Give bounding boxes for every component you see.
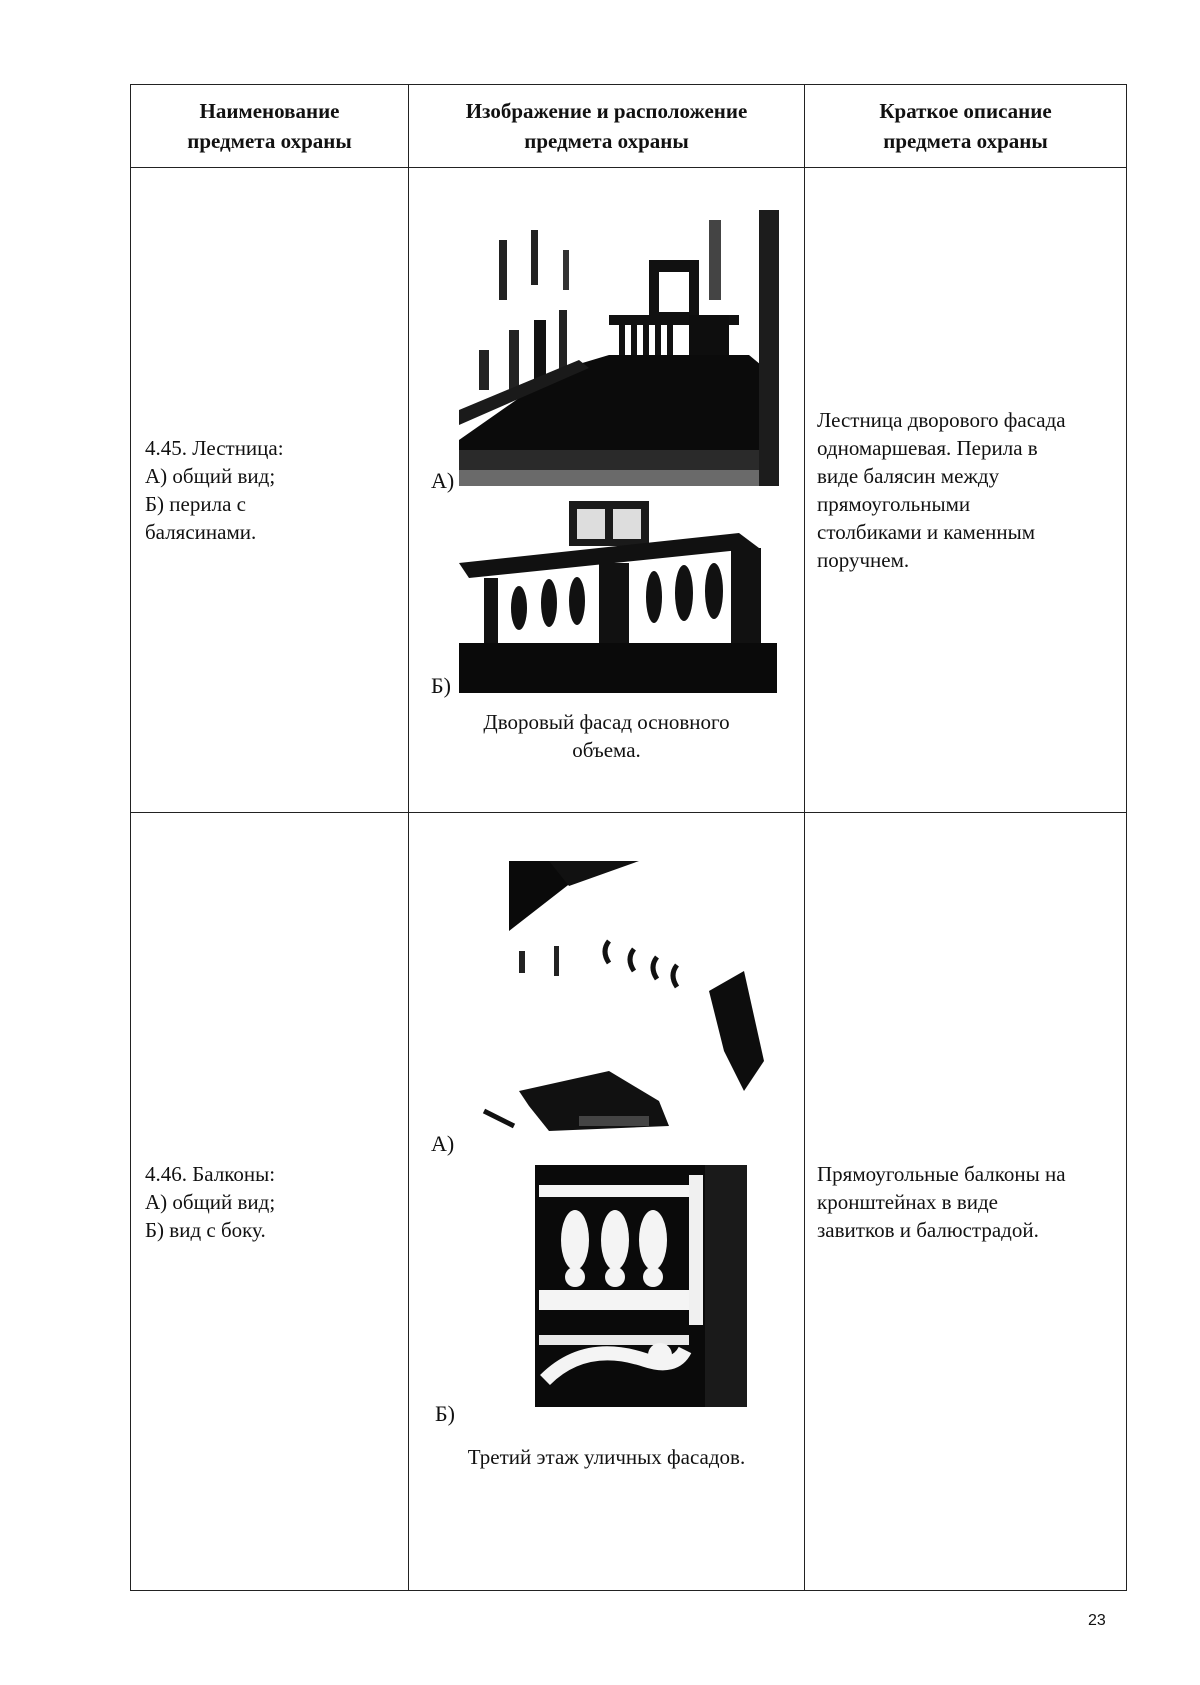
photo-label-b: Б) [435,1401,455,1426]
table-row: 4.45. Лестница: А) общий вид; Б) перила … [130,167,1127,813]
heritage-protection-table: Наименование предмета охраны Изображение… [130,84,1127,1591]
balcony-side-photo-graphic [535,1165,747,1407]
page-number: 23 [1088,1612,1106,1629]
row-description-line: кронштейнах в виде [817,1189,998,1214]
row-name-line: Б) вид с боку. [145,1217,266,1242]
balcony-photo-graphic [459,861,781,1161]
row-description-line: Прямоугольные балконы на [817,1161,1066,1186]
staircase-photo-graphic [459,210,779,486]
table-row: 4.46. Балконы: А) общий вид; Б) вид с бо… [130,812,1127,1591]
staircase-balusters-photo [459,493,777,693]
row-description-line: столбиками и каменным [817,520,1036,544]
row-name-line: А) общий вид; [145,1189,276,1214]
staircase-general-view-photo [459,210,779,486]
row-description-line: одномаршевая. Перила в [817,436,1038,460]
row-description-line: Лестница дворового фасада [817,408,1066,432]
balcony-general-view-photo [459,861,781,1161]
photo-caption: Дворовый фасад основного объема. [483,710,730,762]
row-name-line: 4.45. Лестница: [145,436,284,460]
photo-label-a: А) [431,468,455,493]
row-name-line: Б) перила с [145,492,246,516]
header-description: Краткое описание предмета охраны [804,84,1127,168]
row-image-cell: А) [408,167,805,813]
row-description-cell: Прямоугольные балконы на кронштейнах в в… [804,812,1127,1591]
header-name: Наименование предмета охраны [130,84,409,168]
balcony-side-view-photo [535,1165,747,1407]
row-name-line: А) общий вид; [145,464,276,488]
photo-label-a: А) [431,1131,455,1156]
row-description-cell: Лестница дворового фасада одномаршевая. … [804,167,1127,813]
table-header-row: Наименование предмета охраны Изображение… [130,84,1127,168]
row-name-line: балясинами. [145,520,257,544]
row-description-line: завитков и балюстрадой. [817,1217,1039,1242]
row-name-cell: 4.46. Балконы: А) общий вид; Б) вид с бо… [130,812,409,1591]
balusters-photo-graphic [459,493,777,693]
row-name-line: 4.46. Балконы: [145,1161,276,1186]
photo-label-b: Б) [431,673,451,698]
row-description-line: прямоугольными [817,492,971,516]
row-image-cell: А) [408,812,805,1591]
row-description-line: поручнем. [817,548,910,572]
photo-caption: Третий этаж уличных фасадов. [467,1445,746,1469]
row-description-line: виде балясин между [817,464,1000,488]
row-name-cell: 4.45. Лестница: А) общий вид; Б) перила … [130,167,409,813]
header-image: Изображение и расположение предмета охра… [408,84,805,168]
